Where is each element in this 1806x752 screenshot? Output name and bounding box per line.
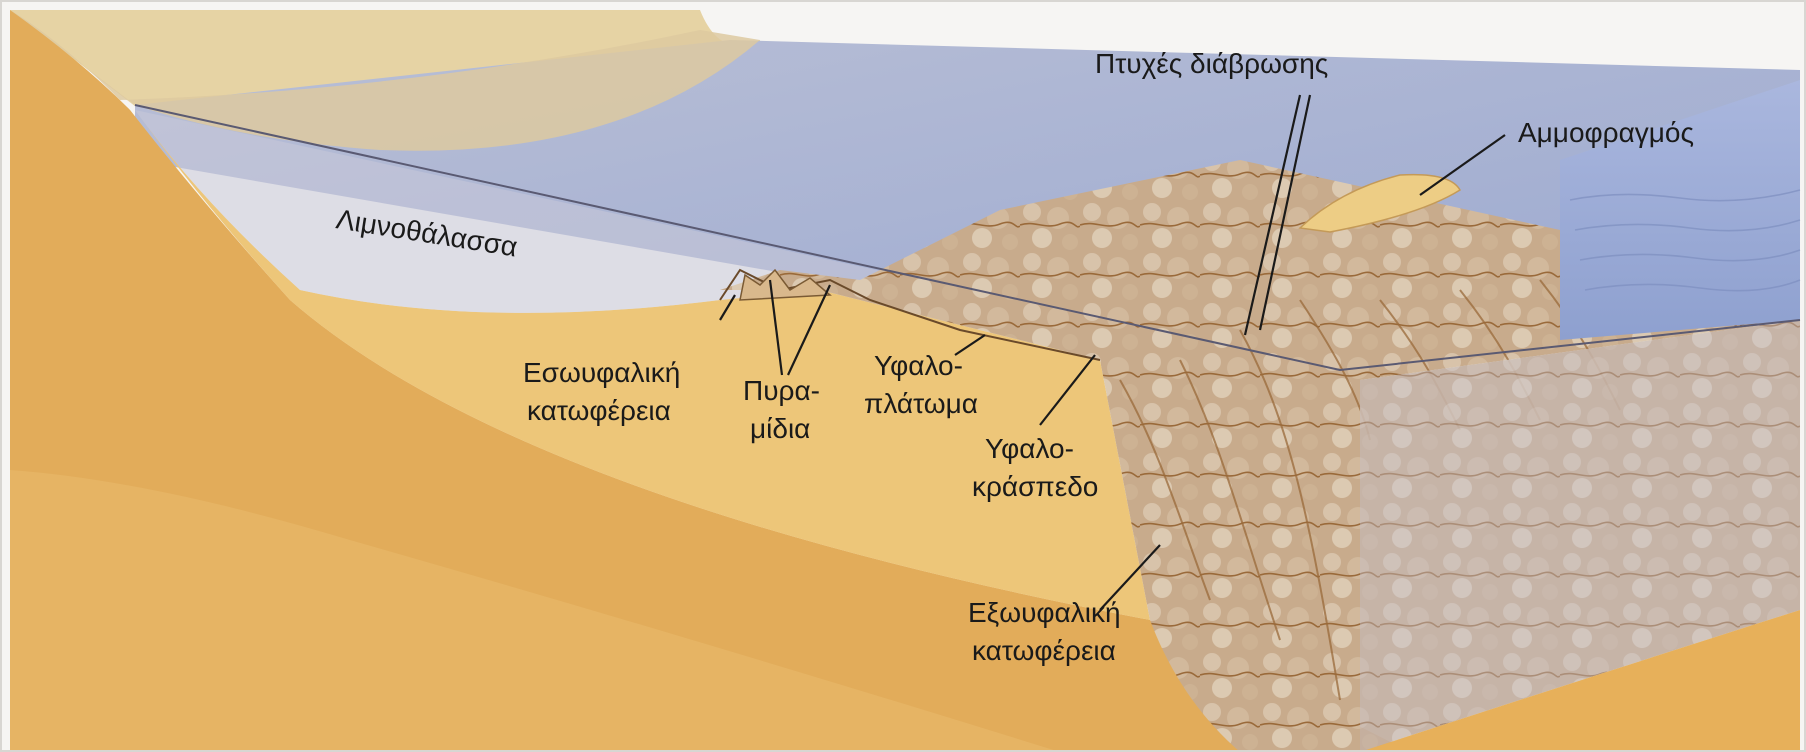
label-back-reef-slope-line2: κατωφέρεια	[527, 395, 671, 426]
label-fore-reef-slope-line1: Εξωυφαλική	[968, 597, 1121, 628]
label-fore-reef-slope-line2: κατωφέρεια	[972, 635, 1116, 666]
label-pinnacles-line2: μίδια	[750, 413, 810, 444]
label-erosion-folds: Πτυχές διάβρωσης	[1095, 48, 1328, 79]
label-reef-crest-line2: κράσπεδο	[972, 471, 1098, 502]
label-reef-crest-line1: Υφαλο-	[985, 433, 1074, 464]
label-sandbar: Αμμοφραγμός	[1518, 117, 1694, 148]
label-reef-flat-line1: Υφαλο-	[874, 350, 963, 381]
label-reef-flat-line2: πλάτωμα	[864, 388, 978, 419]
label-pinnacles-line1: Πυρα-	[743, 375, 820, 406]
label-back-reef-slope-line1: Εσωυφαλική	[523, 357, 680, 388]
